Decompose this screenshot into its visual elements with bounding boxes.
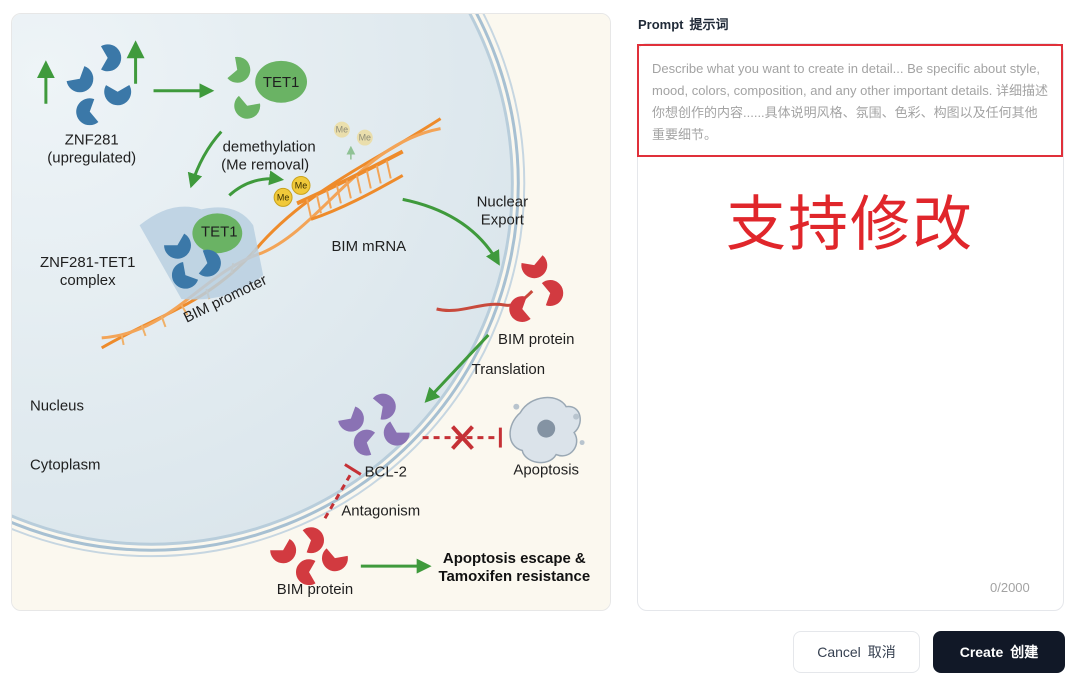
- tet1-complex-label: TET1: [201, 223, 238, 240]
- create-label-zh: 创建: [1010, 644, 1039, 660]
- arrow-complex-to-mrna: [228, 170, 285, 197]
- apoptotic-cell: [509, 396, 585, 464]
- znf281-tet1-complex: [139, 206, 264, 300]
- bim-antagonizes-bcl2: [323, 463, 362, 520]
- svg-text:Me: Me: [277, 192, 289, 202]
- upregulated-arrows: [36, 40, 145, 104]
- prompt-label: Prompt 提示词: [638, 14, 729, 33]
- cancel-label-en: Cancel: [817, 644, 861, 660]
- removed-methyl-groups: Me Me: [333, 121, 373, 160]
- bcl2-inhibits-apoptosis: [422, 425, 502, 450]
- export-label: Export: [481, 211, 525, 228]
- pathway-illustration: ZNF281 (upregulated) TET1 demethylation …: [12, 14, 610, 610]
- me-removal-label: (Me removal): [221, 156, 309, 173]
- svg-text:Me: Me: [359, 133, 371, 143]
- upregulated-label: (upregulated): [47, 150, 136, 167]
- znf281-label: ZNF281: [65, 132, 119, 149]
- arrow-translation: [424, 333, 490, 403]
- prompt-label-en: Prompt: [638, 17, 684, 32]
- bim-mrna-label: BIM mRNA: [331, 238, 406, 255]
- nucleus-label: Nucleus: [30, 398, 84, 415]
- antagonism-label: Antagonism: [341, 502, 420, 519]
- apoptosis-label: Apoptosis: [513, 461, 579, 478]
- translation-label: Translation: [472, 361, 545, 378]
- cytoplasm-label: Cytoplasm: [30, 456, 101, 473]
- demethylation-label: demethylation: [223, 139, 316, 156]
- tet1-protein-top: [224, 54, 308, 121]
- complex-label-line1: ZNF281-TET1: [40, 254, 135, 271]
- bim-protein-top-label: BIM protein: [498, 331, 574, 348]
- cancel-label-zh: 取消: [867, 644, 896, 660]
- svg-text:Me: Me: [295, 180, 307, 190]
- arrow-tet1-to-complex: [187, 130, 223, 189]
- generated-image: ZNF281 (upregulated) TET1 demethylation …: [11, 13, 611, 611]
- create-label-en: Create: [959, 644, 1004, 660]
- create-button[interactable]: Create 创建: [933, 631, 1065, 673]
- svg-text:Me: Me: [336, 125, 348, 135]
- edit-supported-annotation: 支持修改: [726, 190, 974, 260]
- cancel-button[interactable]: Cancel 取消: [793, 631, 920, 673]
- nuclear-label: Nuclear: [477, 193, 528, 210]
- bim-mrna-strand: [296, 149, 404, 221]
- methyl-groups: Me Me: [273, 175, 311, 207]
- complex-label-line2: complex: [60, 272, 116, 289]
- tet1-top-label: TET1: [263, 74, 300, 91]
- escape-label-line1: Apoptosis escape &: [443, 550, 586, 567]
- prompt-input[interactable]: [637, 44, 1063, 157]
- arrow-nuclear-export: [402, 197, 500, 266]
- prompt-label-zh: 提示词: [689, 17, 729, 32]
- bim-protein-bottom-label: BIM protein: [277, 581, 353, 598]
- escape-label-line2: Tamoxifen resistance: [438, 568, 590, 585]
- character-count: 0/2000: [990, 580, 1030, 595]
- bcl2-label: BCL-2: [365, 463, 407, 480]
